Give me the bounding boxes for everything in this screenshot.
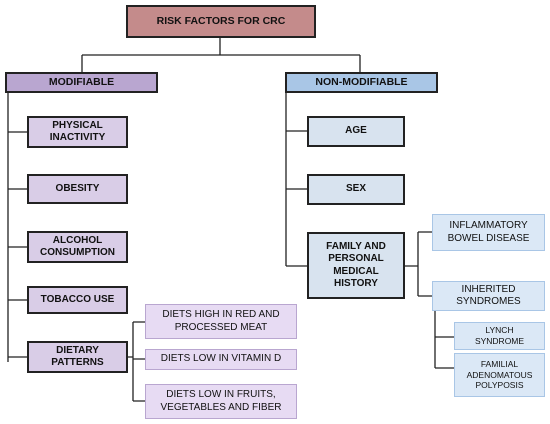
diet-fiber-box: DIETS LOW IN FRUITS, VEGETABLES AND FIBE…	[145, 384, 297, 419]
lynch-syndrome-label: LYNCH SYNDROME	[474, 325, 525, 346]
dietary-patterns-label: DIETARY PATTERNS	[51, 344, 104, 369]
diet-red-meat-box: DIETS HIGH IN RED AND PROCESSED MEAT	[145, 304, 297, 339]
ibd-label: INFLAMMATORY BOWEL DISEASE	[447, 220, 530, 244]
root-to-branches-connector	[81, 38, 361, 72]
diet-vitamin-d-box: DIETS LOW IN VITAMIN D	[145, 349, 297, 370]
diet-branch-connector	[128, 321, 145, 402]
age-label: AGE	[345, 125, 367, 137]
modifiable-header: MODIFIABLE	[5, 72, 158, 93]
syndrome-branch-connector	[434, 311, 454, 369]
connectors	[7, 38, 454, 402]
tobacco-use-label: TOBACCO USE	[40, 293, 115, 305]
alcohol-consumption-label: ALCOHOL CONSUMPTION	[40, 234, 115, 259]
alcohol-consumption-box: ALCOHOL CONSUMPTION	[27, 231, 128, 263]
root-risk-factors: RISK FACTORS FOR CRC	[126, 5, 316, 38]
physical-inactivity-label: PHYSICAL INACTIVITY	[49, 119, 106, 144]
diet-vitamin-d-label: DIETS LOW IN VITAMIN D	[160, 353, 282, 365]
modifiable-trunk-connector	[7, 93, 27, 362]
lynch-syndrome-box: LYNCH SYNDROME	[454, 322, 545, 350]
history-branch-connector	[405, 231, 432, 297]
obesity-label: OBESITY	[55, 182, 100, 194]
inherited-syndromes-label: INHERITED SYNDROMES	[456, 283, 521, 308]
age-box: AGE	[307, 116, 405, 147]
dietary-patterns-box: DIETARY PATTERNS	[27, 341, 128, 373]
diet-fiber-label: DIETS LOW IN FRUITS, VEGETABLES AND FIBE…	[160, 389, 282, 413]
obesity-box: OBESITY	[27, 174, 128, 204]
fap-label: FAMILIAL ADENOMATOUS POLYPOSIS	[466, 359, 533, 391]
ibd-box: INFLAMMATORY BOWEL DISEASE	[432, 214, 545, 251]
family-history-label: FAMILY AND PERSONAL MEDICAL HISTORY	[326, 240, 386, 290]
modifiable-label: MODIFIABLE	[48, 75, 115, 88]
sex-box: SEX	[307, 174, 405, 205]
fap-box: FAMILIAL ADENOMATOUS POLYPOSIS	[454, 353, 545, 397]
non-modifiable-label: NON-MODIFIABLE	[315, 75, 408, 88]
root-label: RISK FACTORS FOR CRC	[156, 14, 286, 27]
non-modifiable-header: NON-MODIFIABLE	[285, 72, 438, 93]
sex-label: SEX	[345, 183, 366, 195]
physical-inactivity-box: PHYSICAL INACTIVITY	[27, 116, 128, 148]
nonmod-trunk-connector	[285, 93, 307, 267]
diet-red-meat-label: DIETS HIGH IN RED AND PROCESSED MEAT	[162, 309, 280, 333]
tobacco-use-box: TOBACCO USE	[27, 286, 128, 314]
inherited-syndromes-box: INHERITED SYNDROMES	[432, 281, 545, 311]
family-history-box: FAMILY AND PERSONAL MEDICAL HISTORY	[307, 232, 405, 299]
